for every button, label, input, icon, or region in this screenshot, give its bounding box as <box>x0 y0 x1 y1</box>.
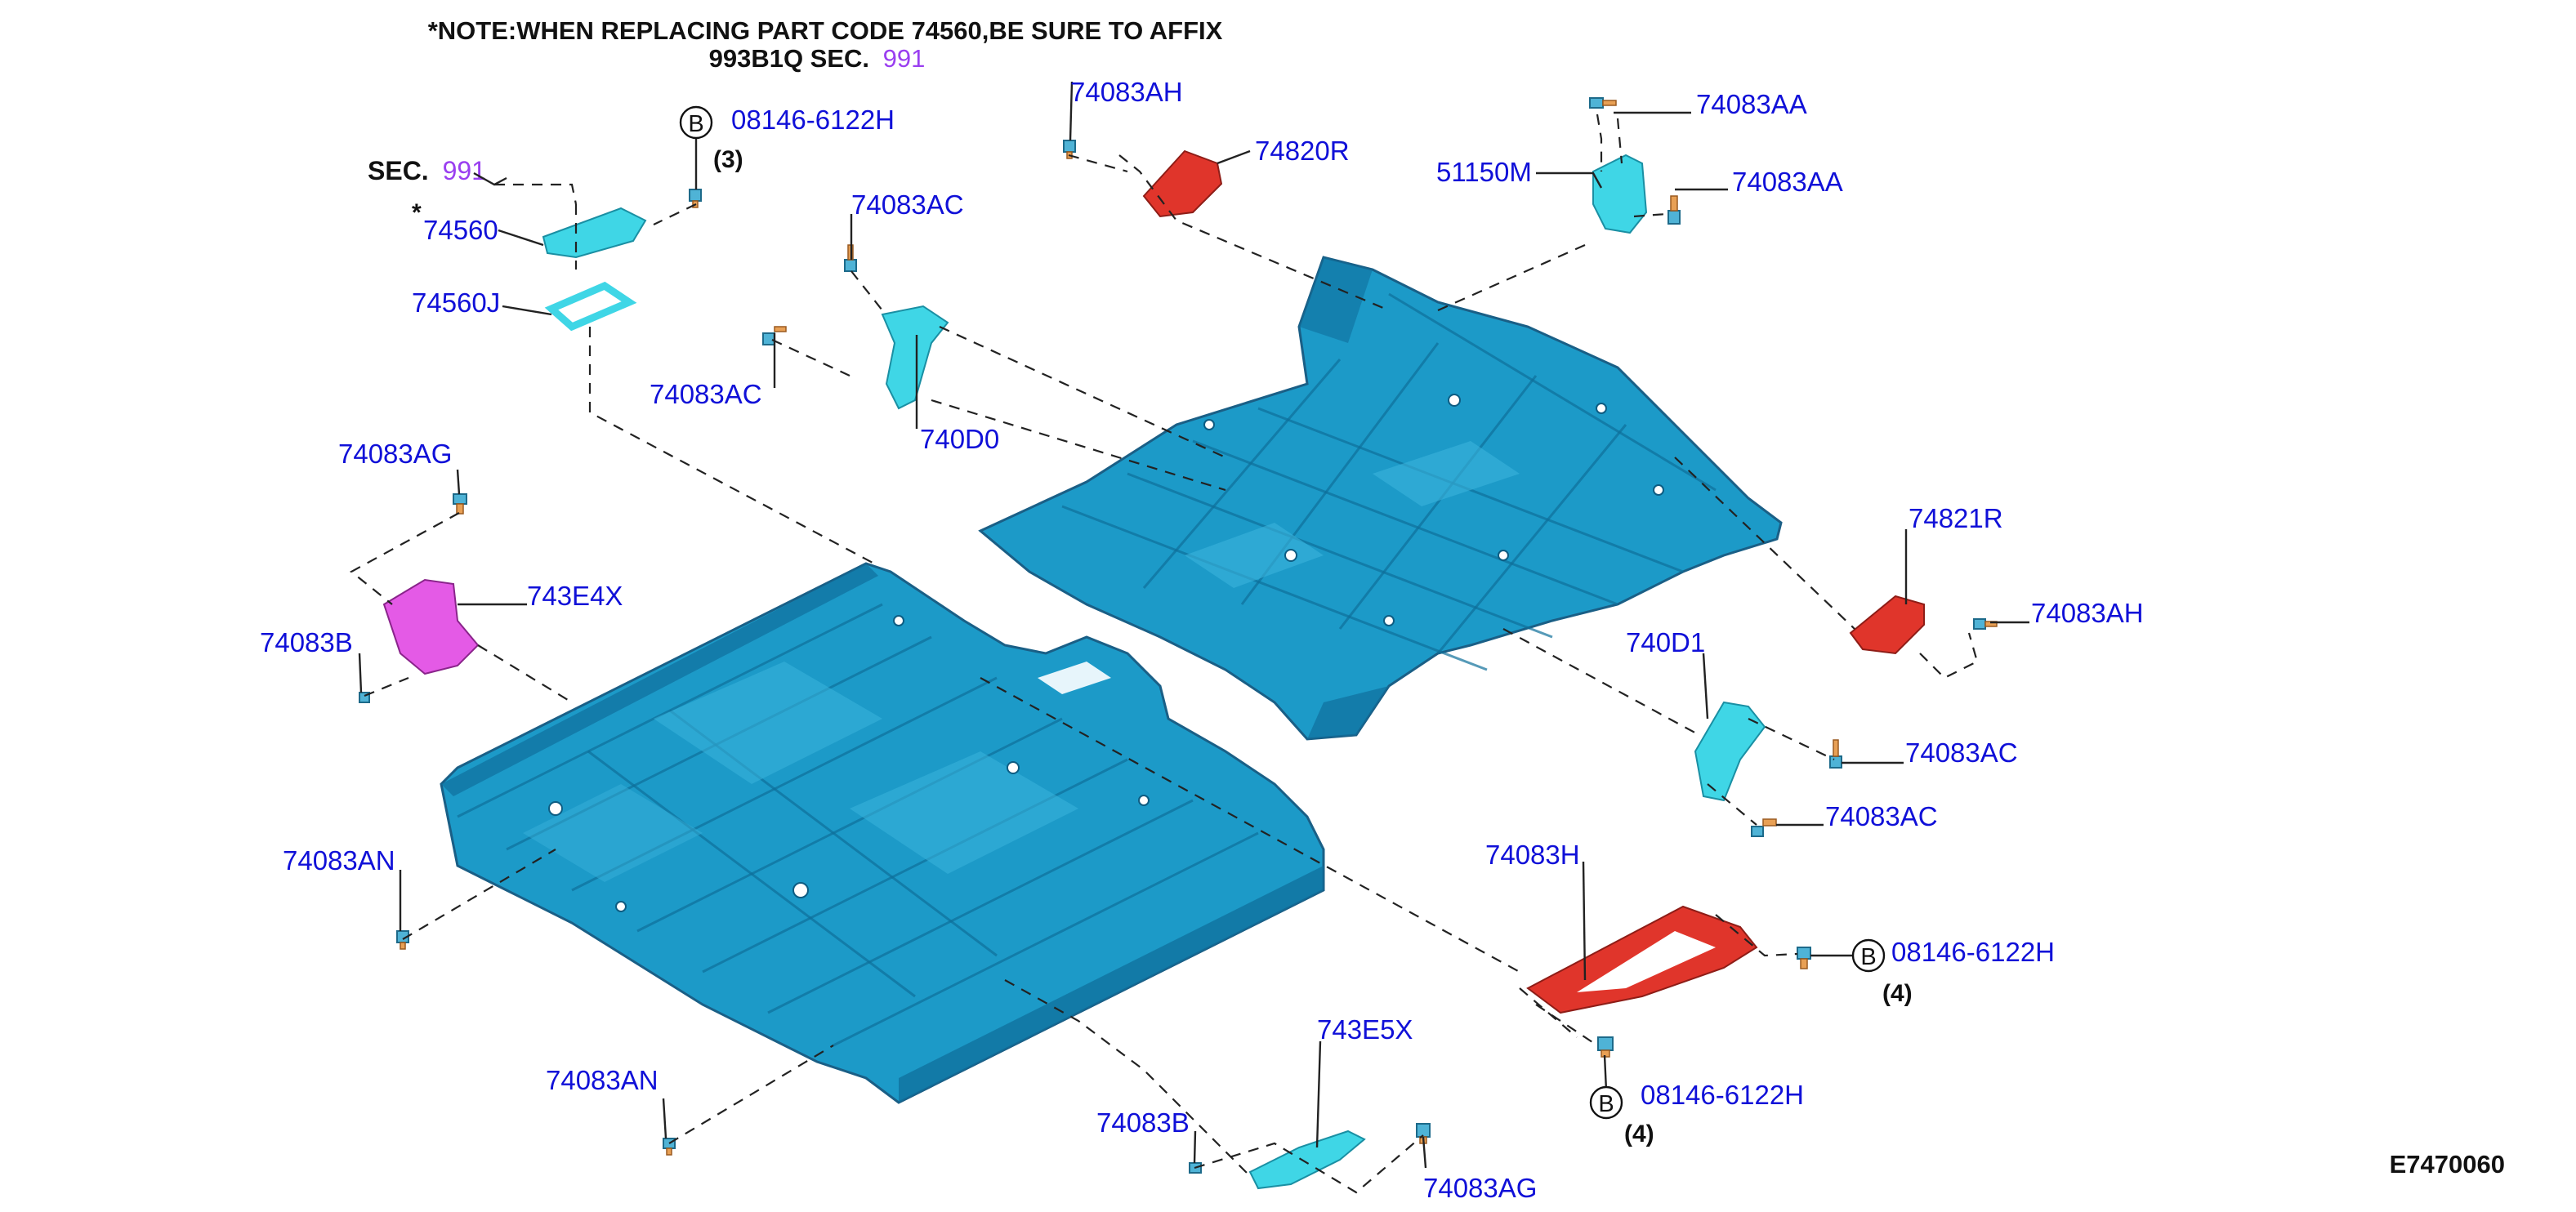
part-label-74083H[interactable]: 74083H <box>1485 840 1580 870</box>
part-label-74083AG-left[interactable]: 74083AG <box>338 439 452 469</box>
b-callout-right: B 08146-6122H (4) <box>1851 937 2055 1007</box>
bracket-74820R <box>1142 149 1223 218</box>
part-labels: * 74560 74560J 74083AH 74820R 74083AA 51… <box>260 77 2144 1203</box>
part-label-740D1[interactable]: 740D1 <box>1626 627 1705 657</box>
part-label-74083AH-top[interactable]: 74083AH <box>1070 77 1183 107</box>
bolt-icons <box>359 97 1998 1174</box>
b-badge-icon <box>1589 1085 1623 1120</box>
b-bottom-part-code[interactable]: 08146-6122H <box>1641 1080 1804 1110</box>
bolt-icon <box>1597 1036 1614 1058</box>
rear-floor-panel <box>978 256 1783 741</box>
part-label-743E4X[interactable]: 743E4X <box>527 581 623 611</box>
part-label-740D0[interactable]: 740D0 <box>920 424 999 454</box>
part-label-74083AC-right1[interactable]: 74083AC <box>1905 737 2018 768</box>
bolt-icon <box>1829 739 1842 769</box>
leader-lines <box>358 81 2029 1169</box>
assembly-dashed-lines <box>350 114 1979 1194</box>
part-label-74083AG-bottom[interactable]: 74083AG <box>1423 1173 1537 1203</box>
bracket-74821R <box>1849 595 1925 655</box>
diagram-id: E7470060 <box>2390 1150 2505 1179</box>
frame-74083H <box>1526 905 1758 1014</box>
gasket-74560J <box>544 281 637 332</box>
part-label-74083AN-bottom[interactable]: 74083AN <box>546 1065 659 1095</box>
bolt-icon <box>1589 97 1617 109</box>
bolt-icon <box>453 493 467 515</box>
part-label-74083AN-left[interactable]: 74083AN <box>283 845 395 876</box>
part-label-74820R[interactable]: 74820R <box>1255 136 1350 166</box>
part-74560-star: * <box>412 199 422 226</box>
bolt-icon <box>1667 195 1681 225</box>
bracket-740D1 <box>1694 701 1766 802</box>
note-line-2-prefix: 993B1Q SEC. <box>709 44 869 73</box>
b-callout-top: B 08146-6122H (3) <box>679 105 895 173</box>
b-badge-icon <box>1851 938 1886 973</box>
bracket-743E5X <box>1248 1130 1366 1190</box>
part-label-74560J[interactable]: 74560J <box>412 287 500 318</box>
b-badge-icon <box>679 105 713 140</box>
note-line-2: 993B1Q SEC. 991 <box>709 44 926 73</box>
sec-reference: SEC. 991 <box>368 156 486 185</box>
bolt-icon <box>396 930 409 950</box>
b-badge-letter: B <box>1598 1091 1614 1117</box>
part-label-74083AC-left[interactable]: 74083AC <box>650 379 762 409</box>
b-top-part-code[interactable]: 08146-6122H <box>731 105 895 135</box>
b-right-part-code[interactable]: 08146-6122H <box>1891 937 2055 967</box>
b-badge-letter: B <box>1860 944 1876 970</box>
part-label-743E5X[interactable]: 743E5X <box>1317 1014 1413 1045</box>
sec-reference-link[interactable]: 991 <box>443 156 486 185</box>
bracket-743E4X <box>382 578 480 675</box>
part-label-74083B-bottom[interactable]: 74083B <box>1096 1107 1190 1138</box>
part-label-74083AA-top[interactable]: 74083AA <box>1696 89 1807 119</box>
bracket-740D0 <box>881 305 949 410</box>
part-label-74083B-left[interactable]: 74083B <box>260 627 353 657</box>
note-sec-link[interactable]: 991 <box>883 44 926 73</box>
part-label-74083AH-right[interactable]: 74083AH <box>2031 598 2144 628</box>
bolt-icon <box>1797 947 1811 969</box>
sec-reference-pointer <box>473 172 507 186</box>
part-label-74083AA-mid[interactable]: 74083AA <box>1732 167 1843 197</box>
bolt-icon <box>1973 618 1998 630</box>
note-line-1: *NOTE:WHEN REPLACING PART CODE 74560,BE … <box>428 16 1223 45</box>
part-label-74083AC-right2[interactable]: 74083AC <box>1825 801 1938 831</box>
front-floor-panel <box>440 562 1325 1104</box>
b-top-quantity: (3) <box>713 146 743 173</box>
b-callout-bottom: B 08146-6122H (4) <box>1589 1080 1804 1147</box>
sec-reference-label: SEC. <box>368 156 429 185</box>
part-label-74821R[interactable]: 74821R <box>1909 503 2003 533</box>
part-label-51150M[interactable]: 51150M <box>1436 157 1532 187</box>
b-right-quantity: (4) <box>1882 980 1913 1007</box>
bolt-icon <box>1751 818 1777 837</box>
b-badge-letter: B <box>688 111 703 137</box>
part-label-74560[interactable]: 74560 <box>423 215 498 245</box>
part-label-74083AC-top[interactable]: 74083AC <box>851 189 964 220</box>
b-bottom-quantity: (4) <box>1624 1121 1654 1147</box>
bracket-51150M <box>1592 154 1648 234</box>
bracket-74560 <box>542 207 647 259</box>
